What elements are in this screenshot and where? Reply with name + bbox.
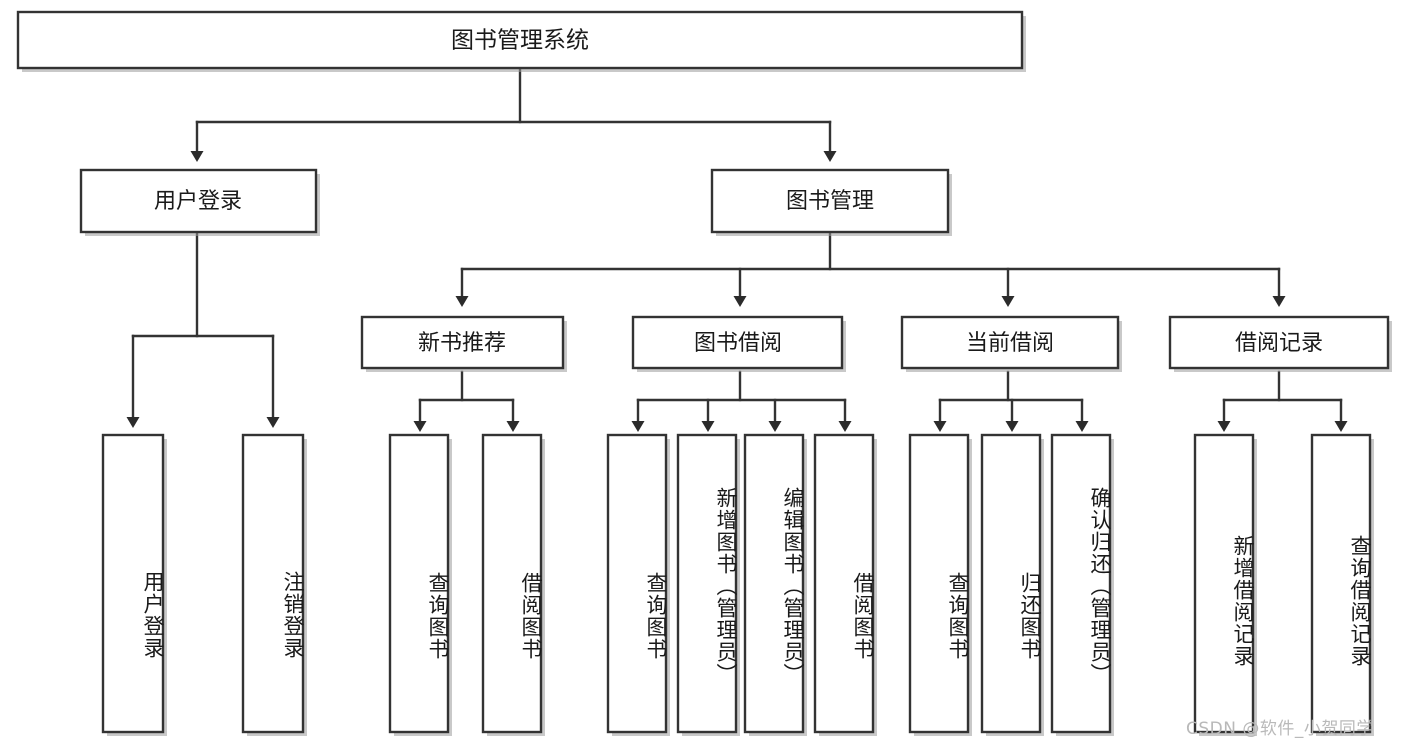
leaf-box-borrow-book-2[interactable] [813, 433, 877, 736]
node-root-label: 图书管理系统 [451, 28, 589, 54]
leaf-box-add-record[interactable] [1193, 433, 1257, 736]
leaf-box-query-record[interactable] [1310, 433, 1374, 736]
leaf-box-user-login[interactable] [101, 433, 167, 736]
leaf-box-query-book-3[interactable] [908, 433, 972, 736]
leaf-box-logout-login[interactable] [241, 433, 307, 736]
node-new-book-recommend[interactable]: 新书推荐 [360, 315, 567, 372]
connector-group-book-manage [455, 230, 1286, 307]
node-new-book-recommend-label: 新书推荐 [418, 331, 506, 356]
connector-group-book-borrow [631, 370, 852, 432]
connector-group-new-book-recommend [413, 370, 520, 432]
leaf-box-edit-book[interactable] [743, 433, 807, 736]
connector-group-current-borrow [933, 370, 1089, 432]
leaf-box-query-book-1[interactable] [388, 433, 452, 736]
connector-group-root [190, 66, 837, 162]
node-root[interactable]: 图书管理系统 [16, 10, 1026, 72]
node-borrow-record-label: 借阅记录 [1235, 331, 1323, 356]
node-current-borrow-label: 当前借阅 [966, 331, 1054, 356]
leaf-box-return-book[interactable] [980, 433, 1044, 736]
node-book-borrow-label: 图书借阅 [694, 331, 782, 356]
node-book-borrow[interactable]: 图书借阅 [631, 315, 846, 372]
leaf-box-borrow-book-1[interactable] [481, 433, 545, 736]
leaf-box-confirm-return[interactable] [1050, 433, 1114, 736]
csdn-watermark: CSDN @软件_小贺同学 [1186, 719, 1374, 739]
node-user-login-label: 用户登录 [154, 189, 242, 214]
node-book-manage[interactable]: 图书管理 [710, 168, 952, 236]
node-user-login[interactable]: 用户登录 [79, 168, 320, 236]
node-current-borrow[interactable]: 当前借阅 [900, 315, 1122, 372]
node-borrow-record[interactable]: 借阅记录 [1168, 315, 1392, 372]
connector-group-user-login [126, 230, 280, 428]
leaf-box-query-book-2[interactable] [606, 433, 670, 736]
node-book-manage-label: 图书管理 [786, 189, 874, 214]
leaf-box-add-book[interactable] [676, 433, 740, 736]
connector-group-borrow-record [1217, 370, 1348, 432]
